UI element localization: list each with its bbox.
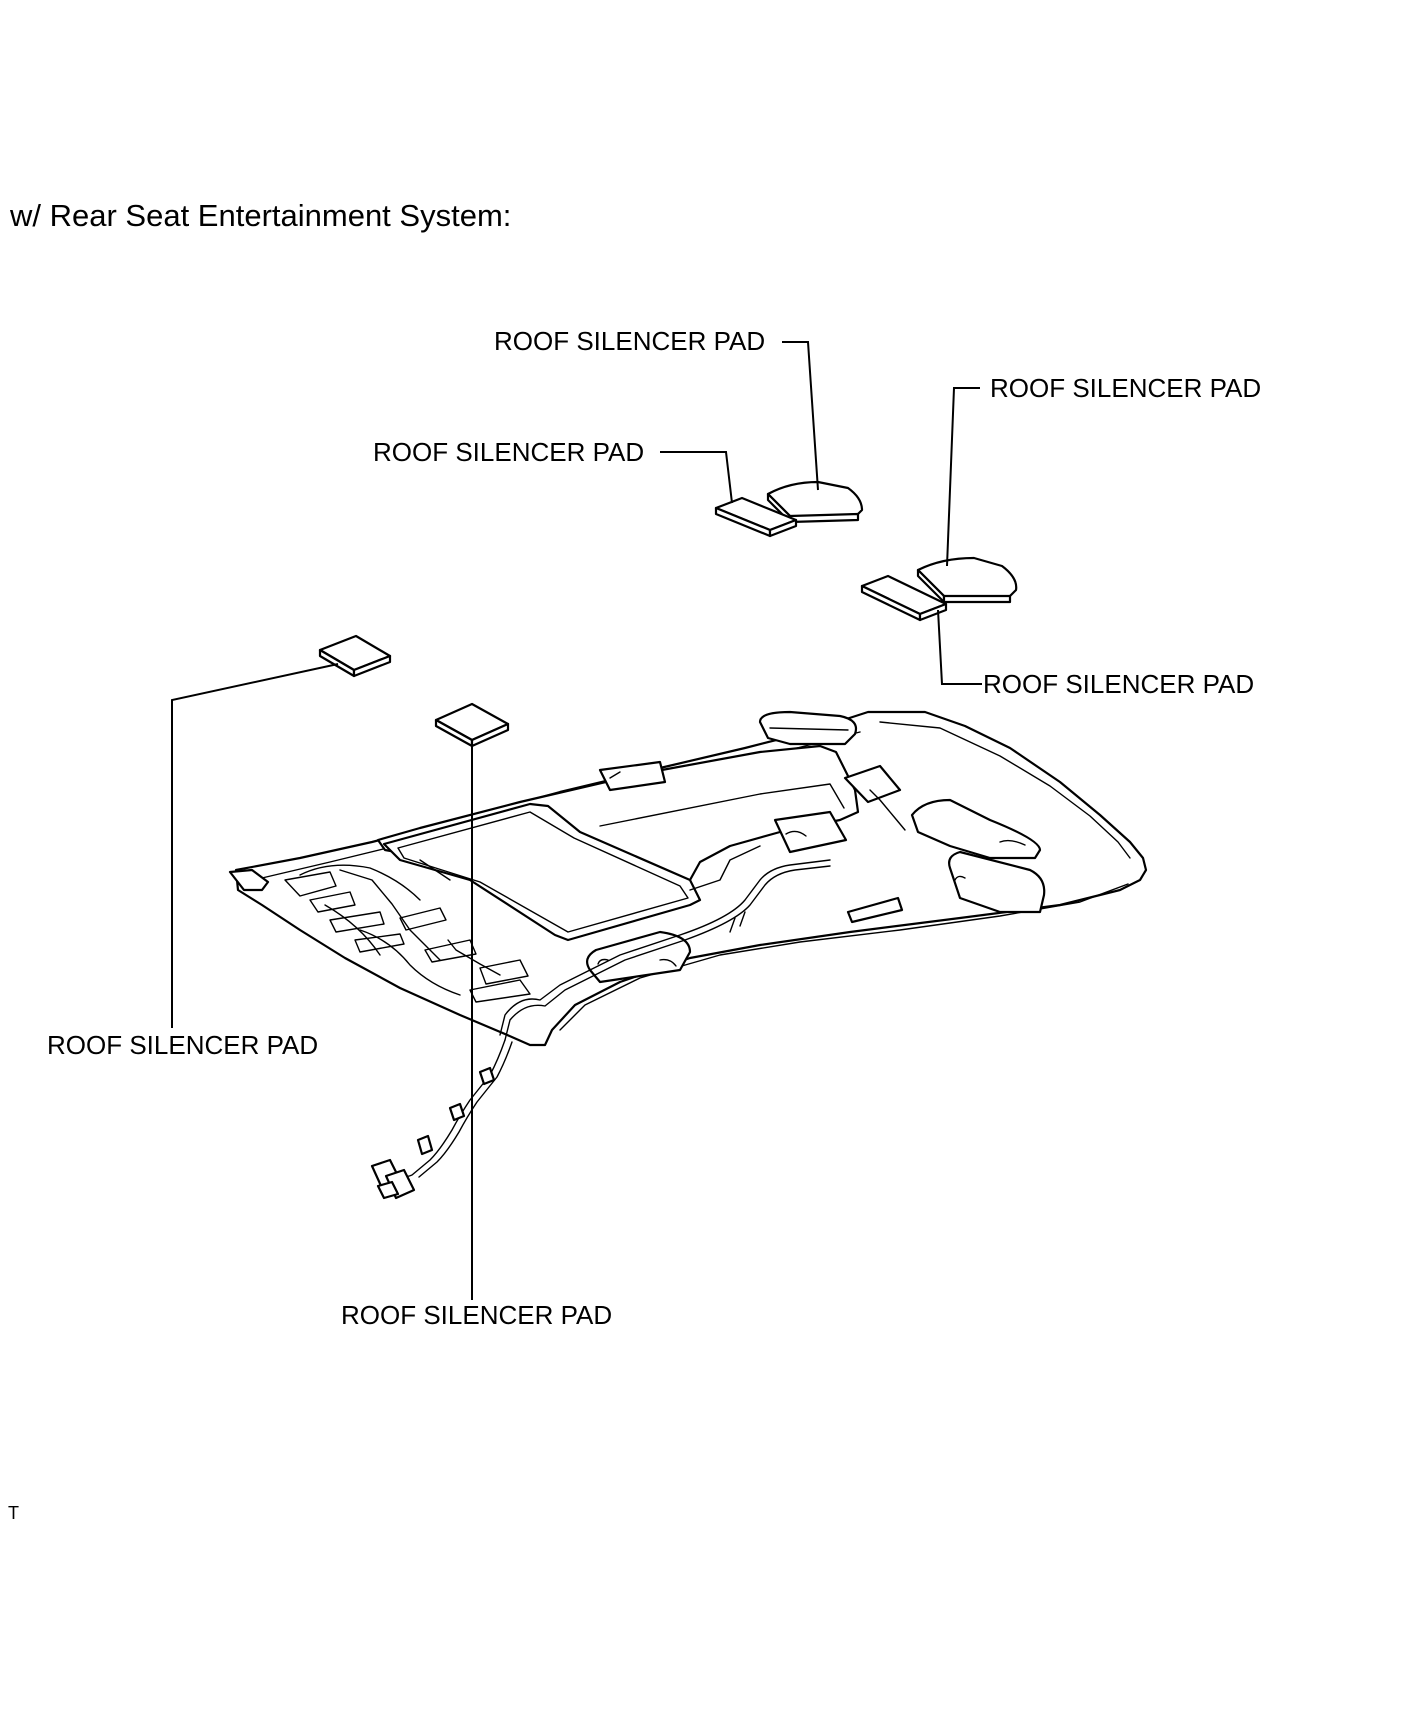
roof-silencer-pad-front-center xyxy=(434,702,510,748)
roof-silencer-pad-center-strip xyxy=(714,496,798,538)
roof-silencer-pad-top-right xyxy=(916,556,1018,604)
callout-label-pad-top-center: ROOF SILENCER PAD xyxy=(494,326,765,356)
callout-label-pad-right-strip: ROOF SILENCER PAD xyxy=(983,669,1254,699)
callout-label-pad-left: ROOF SILENCER PAD xyxy=(47,1030,318,1060)
callout-label-pad-top-right: ROOF SILENCER PAD xyxy=(990,373,1261,403)
figure-code: T xyxy=(8,1503,19,1523)
roof-headliner xyxy=(228,710,1148,1200)
callout-label-pad-front-center: ROOF SILENCER PAD xyxy=(341,1300,612,1330)
roof-silencer-pad-right-strip xyxy=(860,574,948,622)
diagram-heading: w/ Rear Seat Entertainment System: xyxy=(10,198,512,233)
roof-silencer-pad-left xyxy=(318,634,392,678)
callout-leader-lines xyxy=(171,341,982,1300)
callout-label-pad-center-strip: ROOF SILENCER PAD xyxy=(373,437,644,467)
